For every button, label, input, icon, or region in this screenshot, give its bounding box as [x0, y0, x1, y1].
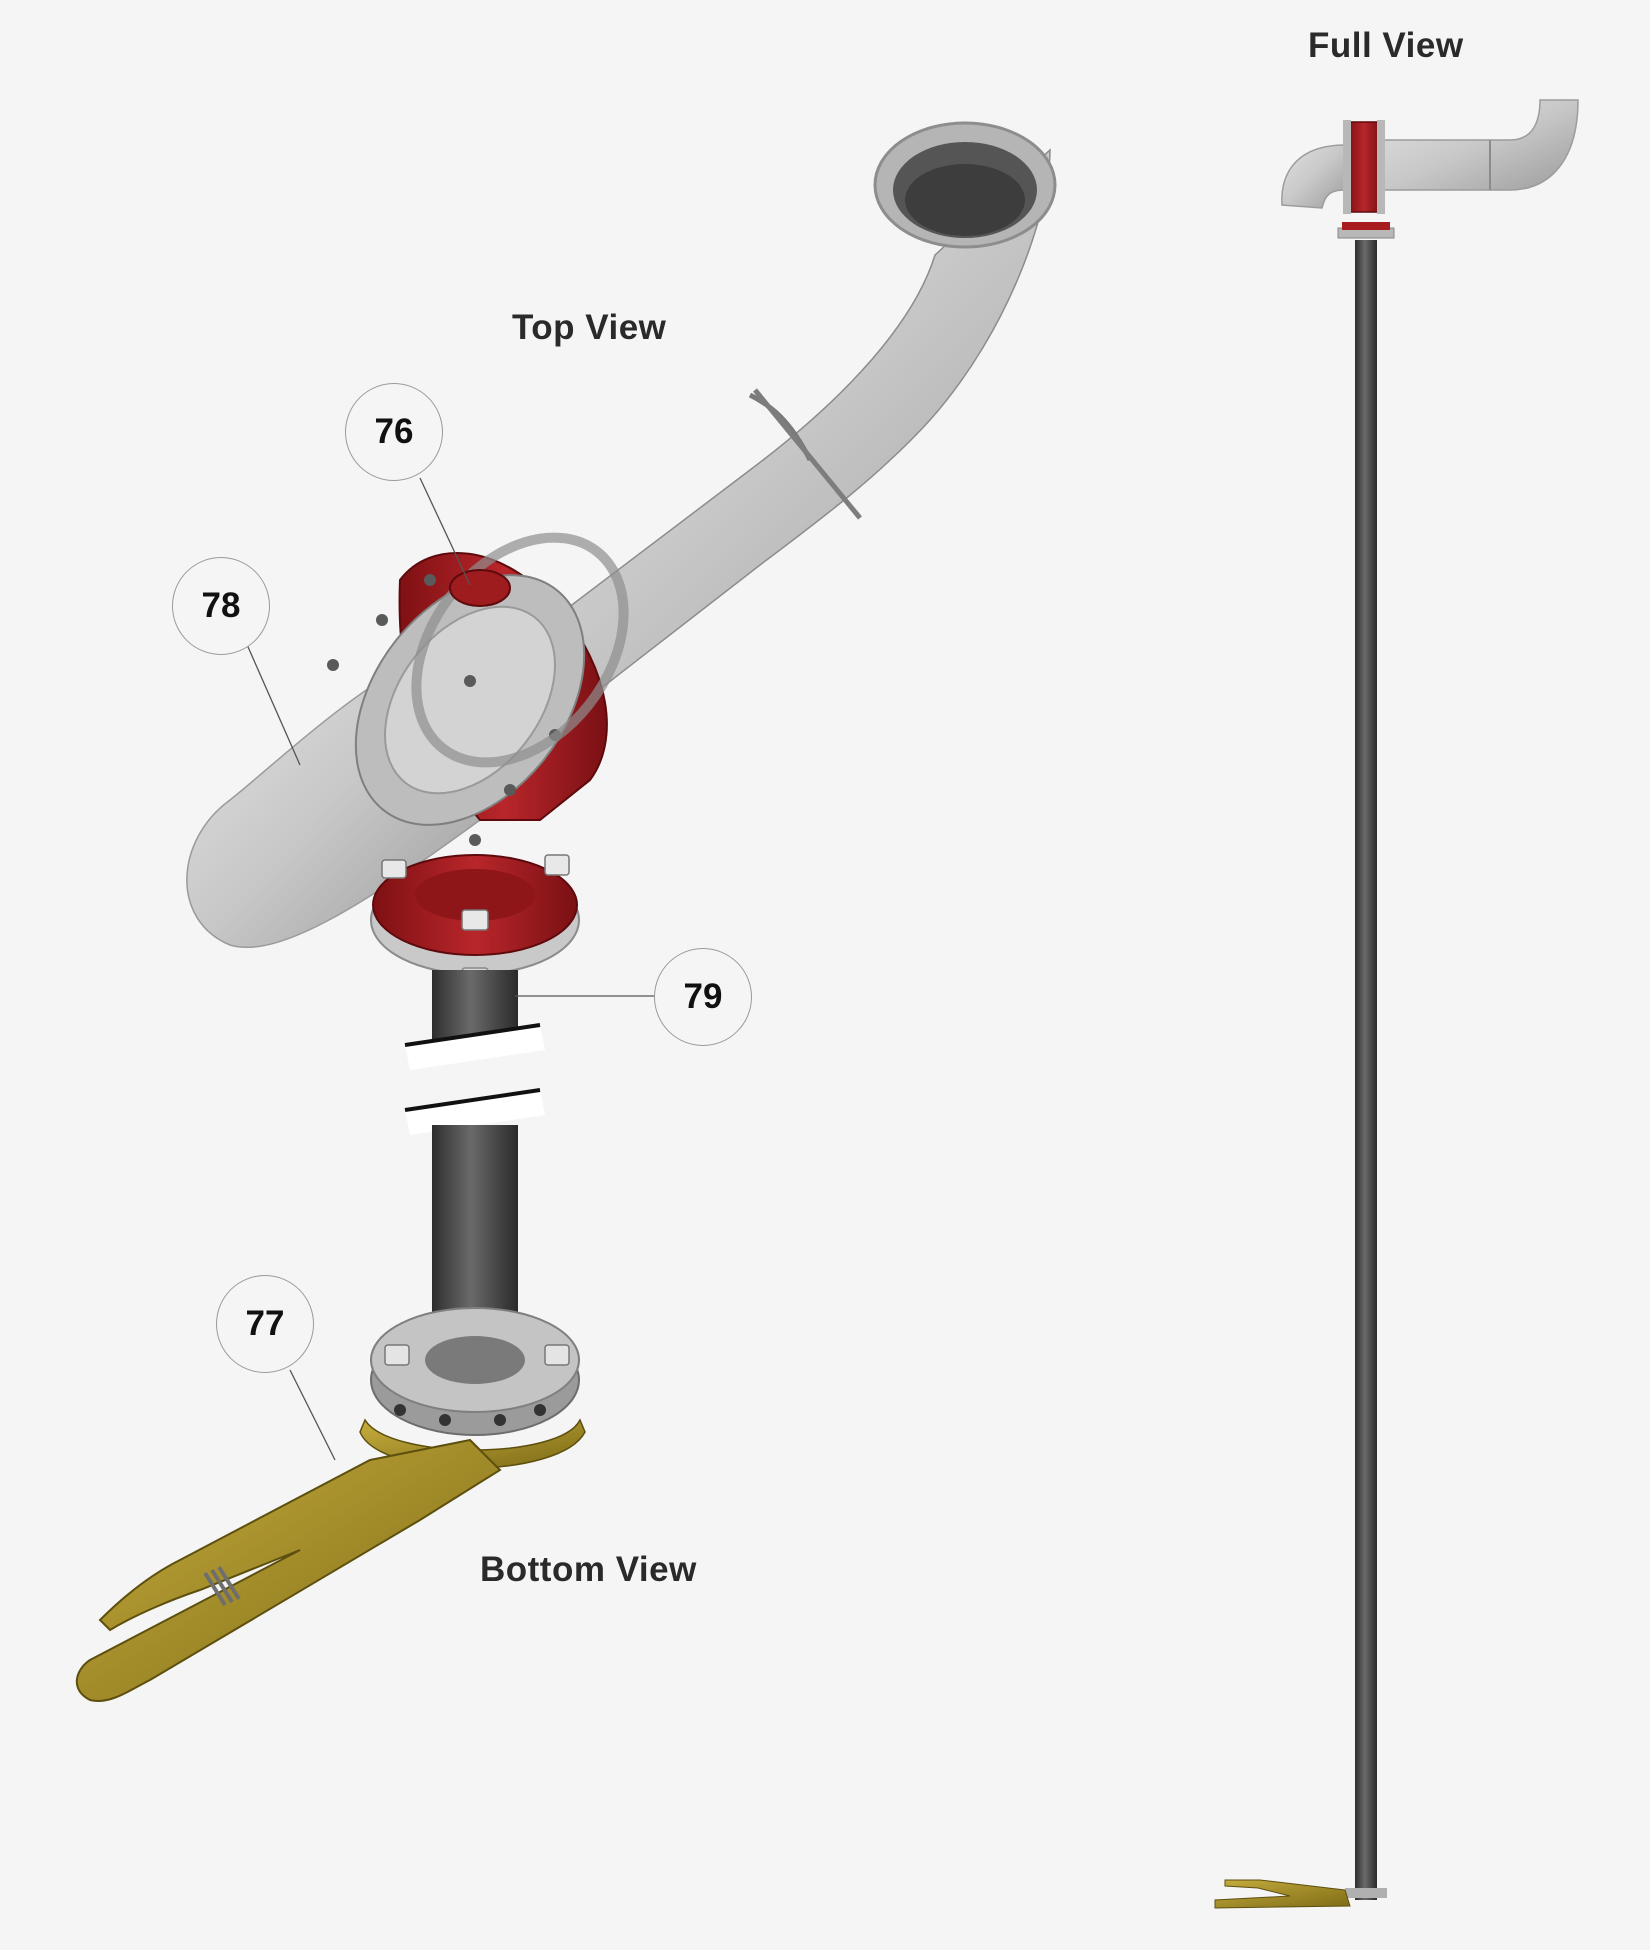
gripper-clamp	[75, 1438, 502, 1702]
bottom-view-label: Bottom View	[480, 1550, 697, 1589]
callout-79: 79	[654, 948, 752, 1046]
full-view-elbow	[1379, 99, 1579, 191]
callout-76: 76	[345, 383, 443, 481]
full-view-gripper	[1214, 1879, 1351, 1909]
full-view-label: Full View	[1308, 26, 1464, 65]
shaft-upper	[432, 970, 518, 1040]
callout-78: 78	[172, 557, 270, 655]
top-view-assembly	[75, 121, 1057, 1702]
full-view-assembly	[1214, 99, 1579, 1909]
full-view-swivel	[1347, 121, 1381, 213]
callout-77: 77	[216, 1275, 314, 1373]
top-view-label: Top View	[512, 308, 667, 347]
leader-lines	[244, 477, 655, 1461]
full-view-shaft	[1355, 240, 1377, 1900]
shaft-break-marks	[404, 1023, 545, 1135]
